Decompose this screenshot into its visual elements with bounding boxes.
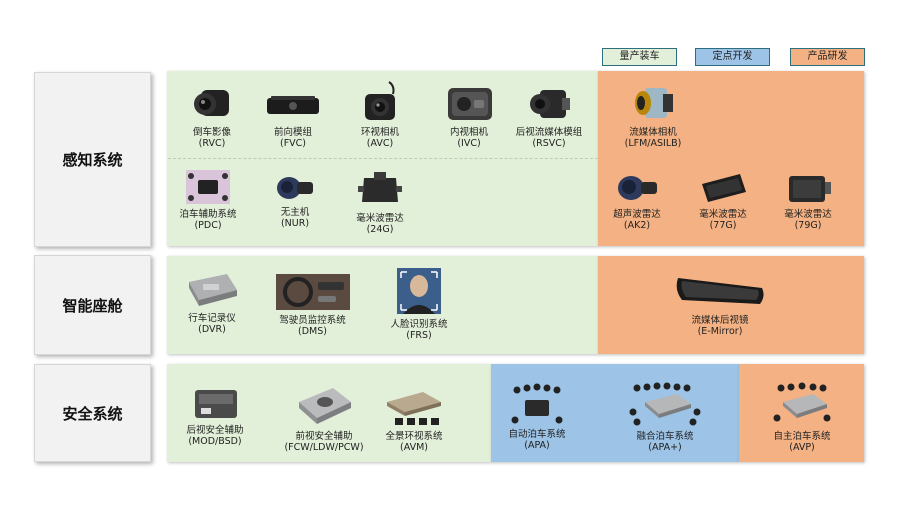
item-lfm: 流媒体相机 (LFM/ASILB) (608, 82, 698, 149)
rear-camera-icon (194, 90, 229, 116)
interior-camera-icon (448, 88, 492, 120)
legend-fixed-development: 定点开发 (695, 48, 770, 66)
item-lfm-code: (LFM/ASILB) (624, 138, 682, 149)
stream-mirror-icon (676, 278, 764, 304)
item-bsd-code: (MOD/BSD) (188, 436, 242, 447)
face-recognition-icon (397, 268, 441, 314)
hostless-sensor-icon (277, 177, 313, 199)
category-safety: 安全系统 (34, 364, 151, 462)
item-lfm-name: 流媒体相机 (629, 127, 677, 138)
item-dms-code: (DMS) (298, 326, 327, 337)
item-fcw-name: 前视安全辅助 (295, 431, 353, 442)
item-emirror-name: 流媒体后视镜 (691, 315, 749, 326)
item-fvc-name: 前向模组 (273, 127, 312, 138)
item-avp: 自主泊车系统 (AVP) (757, 382, 847, 453)
item-avp-code: (AVP) (789, 442, 815, 453)
category-cockpit: 智能座舱 (34, 255, 151, 355)
item-radar77: 毫米波雷达 (77G) (678, 170, 768, 231)
driver-monitor-icon (275, 274, 350, 310)
perception-divider (168, 158, 598, 159)
item-avp-name: 自主泊车系统 (773, 431, 831, 442)
item-radar24: 毫米波雷达 (24G) (335, 168, 425, 235)
cockpit-mass-panel (167, 256, 598, 354)
item-rvc-code: (RVC) (198, 138, 226, 149)
surround-view-kit-icon (387, 392, 441, 425)
item-radar77-code: (77G) (709, 220, 737, 231)
item-ivc-code: (IVC) (457, 138, 481, 149)
item-ak2-name: 超声波雷达 (613, 209, 661, 220)
mmwave-radar-24g-icon (358, 172, 402, 202)
mmwave-radar-77g-icon (702, 174, 746, 202)
legend-product-rnd: 产品研发 (790, 48, 865, 66)
item-ivc-name: 内视相机 (449, 127, 488, 138)
item-pdc-name: 泊车辅助系统 (179, 209, 237, 220)
stream-camera-icon (635, 88, 673, 118)
item-apa-name: 自动泊车系统 (508, 429, 566, 440)
item-nur-code: (NUR) (280, 218, 310, 229)
autonomous-parking-kit-icon (773, 382, 831, 422)
item-fvc-code: (FVC) (279, 138, 306, 149)
item-bsd: 后视安全辅助 (MOD/BSD) (170, 384, 260, 447)
item-radar24-code: (24G) (366, 224, 394, 235)
item-ivc: 内视相机 (IVC) (424, 84, 514, 149)
item-avc: 环视相机 (AVC) (335, 80, 425, 149)
item-dvr-code: (DVR) (198, 324, 226, 335)
item-ak2-code: (AK2) (623, 220, 651, 231)
item-rsvc-name: 后视流媒体模组 (515, 127, 583, 138)
item-avm-code: (AVM) (400, 442, 428, 453)
item-apa-code: (APA) (524, 440, 550, 451)
mmwave-radar-79g-icon (789, 176, 831, 202)
rear-safety-unit-icon (195, 390, 237, 418)
ultrasonic-radar-icon (618, 176, 657, 200)
item-apaplus: 融合泊车系统 (APA+) (617, 382, 713, 453)
item-rsvc-code: (RSVC) (532, 138, 566, 149)
dashcam-icon (189, 274, 237, 306)
item-fvc: 前向模组 (FVC) (248, 86, 338, 149)
item-dvr-name: 行车记录仪 (188, 313, 236, 324)
item-avc-name: 环视相机 (360, 127, 399, 138)
cockpit-rnd-panel (598, 256, 864, 354)
item-radar24-name: 毫米波雷达 (356, 213, 404, 224)
item-rvc: 倒车影像 (RVC) (167, 86, 257, 149)
item-rsvc: 后视流媒体模组 (RSVC) (504, 84, 594, 149)
item-radar79: 毫米波雷达 (79G) (763, 170, 853, 231)
item-apaplus-name: 融合泊车系统 (636, 431, 694, 442)
auto-parking-kit-icon (511, 383, 563, 424)
item-fcw: 前视安全辅助 (FCW/LDW/PCW) (276, 384, 372, 453)
item-apaplus-code: (APA+) (648, 442, 682, 453)
item-pdc: 泊车辅助系统 (PDC) (163, 168, 253, 231)
legend-mass-production: 量产装车 (602, 48, 677, 66)
item-rvc-name: 倒车影像 (192, 127, 231, 138)
item-pdc-code: (PDC) (194, 220, 222, 231)
item-dvr: 行车记录仪 (DVR) (167, 268, 257, 335)
item-frs-name: 人脸识别系统 (390, 319, 448, 330)
item-dms: 驾驶员监控系统 (DMS) (265, 272, 360, 337)
surround-camera-icon (365, 81, 395, 120)
front-safety-unit-icon (299, 388, 351, 424)
item-frs: 人脸识别系统 (FRS) (374, 266, 464, 341)
item-avm: 全景环视系统 (AVM) (370, 388, 458, 453)
item-radar79-name: 毫米波雷达 (784, 209, 832, 220)
item-nur-name: 无主机 (280, 207, 310, 218)
item-frs-code: (FRS) (406, 330, 432, 341)
item-radar77-name: 毫米波雷达 (699, 209, 747, 220)
item-fcw-code: (FCW/LDW/PCW) (284, 442, 364, 453)
rear-stream-module-icon (530, 90, 570, 118)
front-module-icon (267, 96, 319, 114)
item-avc-code: (AVC) (366, 138, 394, 149)
category-perception: 感知系统 (34, 72, 151, 247)
item-emirror-code: (E-Mirror) (697, 326, 743, 337)
item-ak2: 超声波雷达 (AK2) (592, 170, 682, 231)
item-apa: 自动泊车系统 (APA) (492, 382, 582, 451)
item-nur: 无主机 (NUR) (250, 170, 340, 229)
fusion-parking-kit-icon (629, 382, 701, 426)
parking-assist-icon (186, 170, 230, 204)
item-bsd-name: 后视安全辅助 (186, 425, 244, 436)
item-avm-name: 全景环视系统 (385, 431, 443, 442)
item-dms-name: 驾驶员监控系统 (279, 315, 346, 326)
item-emirror: 流媒体后视镜 (E-Mirror) (665, 272, 775, 337)
item-radar79-code: (79G) (794, 220, 822, 231)
